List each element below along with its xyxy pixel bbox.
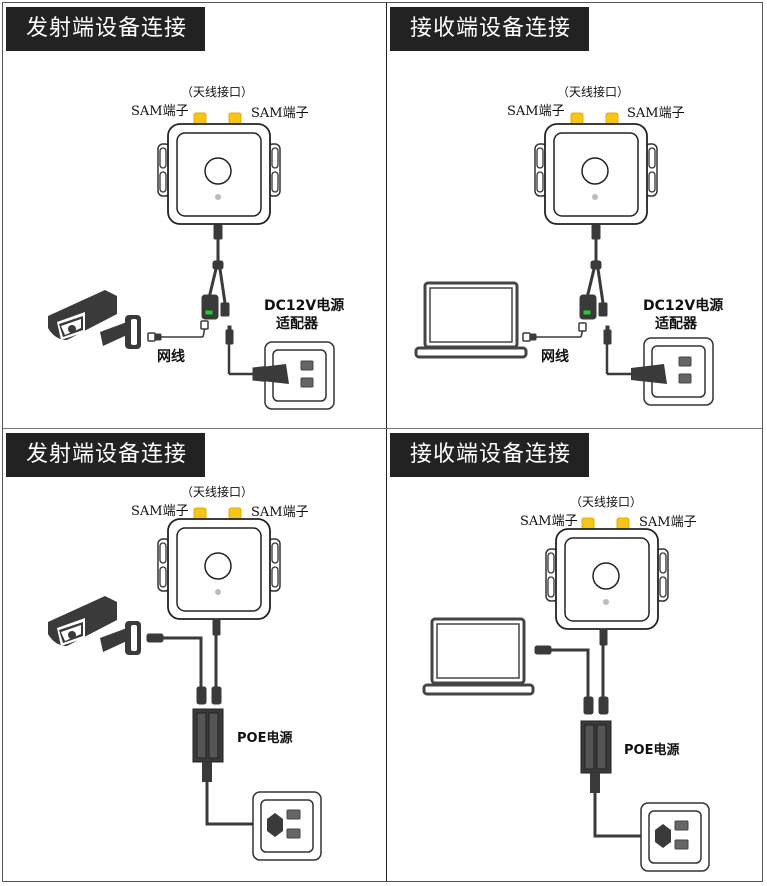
panel-receiver-dc: 接收端设备连接 （天线接口） SAM端子 SAM端子 — [387, 3, 767, 426]
panel-title: 发射端设备连接 — [6, 7, 206, 51]
power-label-line1: DC12V电源 — [264, 297, 344, 314]
cable-label: 网线 — [541, 348, 569, 365]
power-label-line1: DC12V电源 — [643, 297, 723, 314]
laptop-icon — [422, 617, 535, 696]
rj45-plug-icon — [196, 686, 207, 705]
sam-connector-left — [193, 507, 207, 520]
y-splitter-cable — [579, 224, 608, 320]
led-green — [205, 310, 213, 315]
sam-label-right: SAM端子 — [627, 106, 685, 121]
panel-transmitter-dc: 发射端设备连接 （天线接口） SAM端子 SAM端子 — [3, 3, 383, 426]
led-green — [583, 310, 591, 315]
grid-divider-horizontal — [3, 428, 762, 429]
y-splitter-cable — [201, 224, 230, 320]
rj45-plug-icon — [522, 322, 587, 342]
sam-connector-left — [570, 112, 584, 125]
panel-title: 接收端设备连接 — [390, 7, 590, 51]
camera-icon — [48, 290, 141, 349]
sam-label-left: SAM端子 — [131, 504, 189, 519]
panel-receiver-poe: 接收端设备连接 （天线接口） SAM端子 SAM端子 — [387, 429, 767, 872]
antenna-label: （天线接口） — [570, 494, 642, 509]
receiver-dc-illustration: （天线接口） SAM端子 SAM端子 — [414, 84, 723, 406]
poe-cables — [146, 618, 222, 705]
rj45-socket — [579, 294, 597, 320]
antenna-label: （天线接口） — [181, 84, 253, 99]
sam-connector-right — [616, 517, 630, 530]
sam-label-left: SAM端子 — [131, 104, 189, 119]
poe-cables — [534, 628, 609, 715]
radio-module-icon — [545, 517, 669, 630]
sam-label-right: SAM端子 — [639, 515, 697, 530]
rj45-socket — [201, 294, 219, 320]
rj45-plug-icon — [211, 686, 222, 705]
power-outlet-icon — [640, 802, 710, 872]
power-outlet-icon — [253, 341, 335, 410]
sam-connector-left — [581, 517, 595, 530]
power-outlet-icon — [631, 337, 714, 406]
rj45-plug-icon — [598, 696, 609, 715]
rj45-plug-icon — [583, 696, 594, 715]
panel-title: 接收端设备连接 — [390, 433, 590, 477]
sam-connector-right — [228, 112, 242, 125]
sam-connector-right — [605, 112, 619, 125]
power-outlet-icon — [252, 791, 322, 861]
dc-adapter-icon — [603, 325, 631, 376]
sam-connector-right — [228, 507, 242, 520]
sam-connector-left — [193, 112, 207, 125]
poe-injector-icon — [192, 708, 261, 826]
poe-injector-icon — [580, 720, 649, 838]
sam-label-right: SAM端子 — [251, 505, 309, 520]
sam-label-right: SAM端子 — [251, 106, 309, 121]
radio-module-icon — [157, 112, 281, 225]
panel-title: 发射端设备连接 — [6, 433, 206, 477]
poe-label: POE电源 — [624, 742, 679, 758]
receiver-poe-illustration: （天线接口） SAM端子 SAM端子 — [422, 494, 710, 872]
sam-label-left: SAM端子 — [507, 104, 565, 119]
power-label-line2: 适配器 — [276, 315, 319, 332]
sam-label-left: SAM端子 — [520, 514, 578, 529]
antenna-label: （天线接口） — [557, 84, 629, 99]
transmitter-poe-illustration: （天线接口） SAM端子 SAM端子 — [48, 484, 322, 861]
rj45-plug-icon — [147, 320, 209, 342]
poe-label: POE电源 — [237, 730, 292, 746]
power-label-line2: 适配器 — [655, 315, 698, 332]
antenna-label: （天线接口） — [181, 484, 253, 499]
camera-icon — [48, 596, 141, 655]
radio-module-icon — [534, 112, 658, 225]
cable-label: 网线 — [157, 348, 185, 365]
laptop-icon — [414, 281, 528, 359]
radio-module-icon — [157, 507, 281, 620]
grid-divider-vertical — [386, 3, 387, 881]
transmitter-dc-illustration: （天线接口） SAM端子 SAM端子 — [48, 84, 344, 410]
panel-transmitter-poe: 发射端设备连接 （天线接口） SAM端子 SAM端子 — [3, 429, 383, 861]
